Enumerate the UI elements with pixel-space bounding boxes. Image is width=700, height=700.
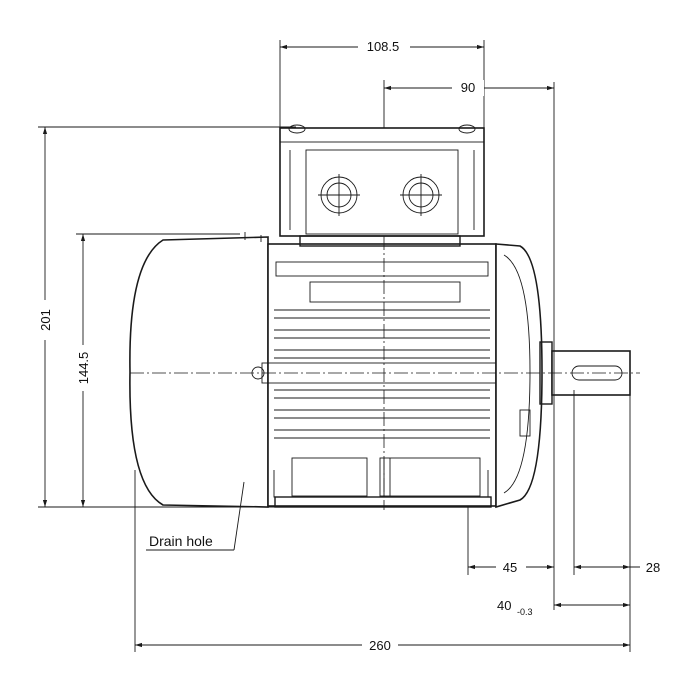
motor-body	[129, 124, 631, 509]
drain-hole-label: Drain hole	[149, 533, 213, 549]
cable-gland-left	[318, 174, 360, 216]
cable-gland-right	[400, 174, 442, 216]
dim-fan-cover-height: 144.5	[76, 352, 91, 385]
dim-box-offset: 90	[461, 80, 475, 95]
cooling-fins	[274, 309, 490, 439]
stator-housing	[267, 243, 497, 507]
dim-foot-offset: 45	[503, 560, 517, 575]
front-endshield	[495, 243, 543, 509]
center-lines	[130, 236, 640, 510]
terminal-box	[279, 127, 485, 237]
dim-flange-tolerance: -0.3	[517, 607, 533, 617]
fan-cover	[129, 236, 269, 508]
dim-flange-offset: 40	[497, 598, 511, 613]
dim-overall-length: 260	[369, 638, 391, 653]
dim-shaft-length: 28	[646, 560, 660, 575]
dim-overall-height: 201	[38, 309, 53, 331]
dim-top-width: 108.5	[367, 39, 400, 54]
